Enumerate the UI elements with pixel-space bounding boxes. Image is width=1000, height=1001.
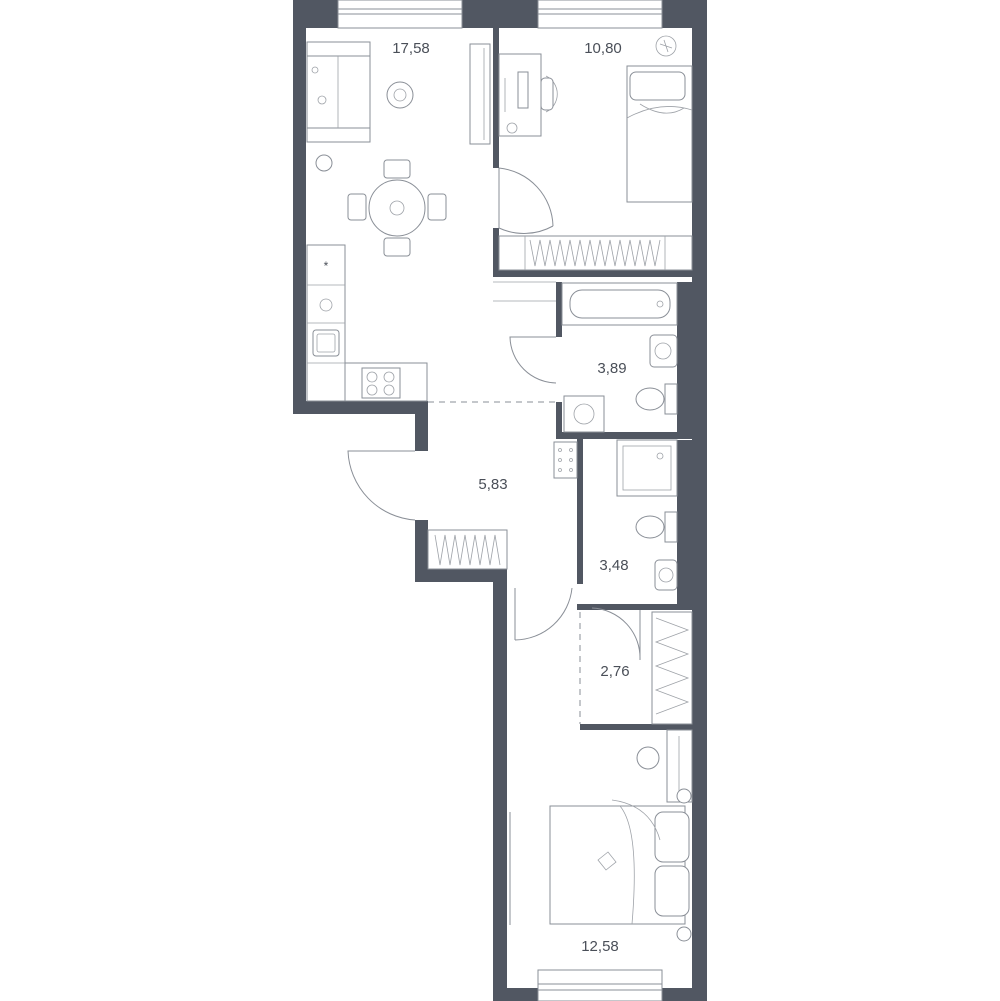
bathtub bbox=[561, 282, 678, 326]
area-bedroom-small: 10,80 bbox=[584, 40, 622, 57]
double-bed bbox=[549, 799, 690, 925]
windows bbox=[337, 0, 663, 1001]
cooktop bbox=[361, 367, 401, 399]
fridge-icon: * bbox=[324, 259, 329, 273]
flower-icon-bottom bbox=[676, 926, 692, 942]
robot-vacuum bbox=[386, 81, 414, 109]
sofa bbox=[306, 41, 371, 143]
living-room-furniture: * bbox=[306, 41, 491, 402]
doors bbox=[347, 167, 641, 724]
bed bbox=[626, 65, 693, 203]
shower-toilet bbox=[635, 511, 678, 543]
closet-shelving bbox=[651, 611, 693, 725]
plant-icon bbox=[655, 35, 677, 57]
area-living-kitchen: 17,58 bbox=[392, 40, 430, 57]
shoe-cabinet bbox=[427, 529, 508, 570]
round-lamp bbox=[636, 746, 660, 770]
small-bedroom-furniture bbox=[498, 35, 693, 271]
shower-washbasin bbox=[654, 559, 678, 591]
wardrobe bbox=[498, 235, 693, 271]
walls bbox=[293, 0, 707, 1001]
shower-room-fixtures bbox=[616, 439, 678, 591]
dining-table bbox=[347, 159, 447, 257]
washbasin bbox=[649, 334, 678, 368]
area-labels: 17,58 10,80 3,89 5,83 3,48 2,76 12,58 bbox=[392, 40, 629, 955]
area-bedroom-large: 12,58 bbox=[581, 938, 619, 955]
large-bedroom-furniture bbox=[549, 729, 693, 942]
area-shower-room: 3,48 bbox=[599, 557, 628, 574]
bathroom-fixtures bbox=[493, 281, 678, 433]
flower-icon bbox=[676, 788, 692, 804]
tv-unit bbox=[469, 43, 491, 145]
desk bbox=[498, 53, 558, 137]
hallway-furniture bbox=[427, 441, 578, 570]
electrical-panel bbox=[553, 441, 578, 479]
area-bathroom: 3,89 bbox=[597, 360, 626, 377]
area-hallway: 5,83 bbox=[478, 476, 507, 493]
kitchen-counter: * bbox=[306, 244, 428, 402]
sink bbox=[312, 329, 340, 357]
toilet bbox=[635, 383, 678, 415]
shower-tray bbox=[616, 439, 678, 497]
washing-machine bbox=[563, 395, 605, 433]
floor-lamp bbox=[315, 154, 333, 172]
area-closet: 2,76 bbox=[600, 663, 629, 680]
